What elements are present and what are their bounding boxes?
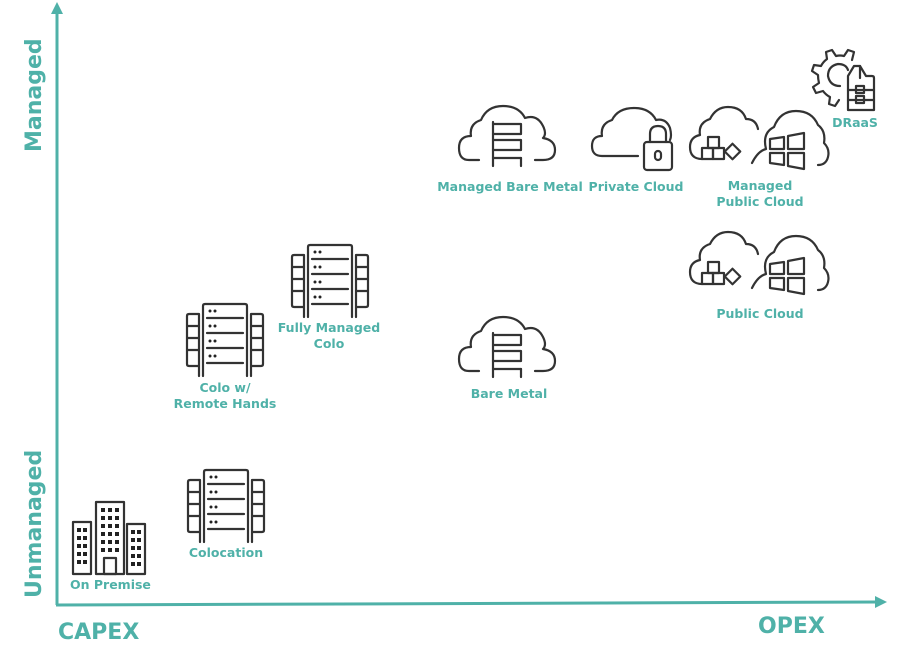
cloud-server-icon [457, 104, 557, 168]
x-axis-right-label: OPEX [758, 614, 825, 639]
label-colocation: Colocation [188, 545, 264, 560]
label-managed-bare-metal: Managed Bare Metal [437, 179, 583, 194]
label-draas: DRaaS [832, 115, 878, 130]
label-colo-remote-hands: Colo w/ Remote Hands [170, 380, 280, 412]
x-axis-line [55, 600, 881, 607]
y-axis-bottom-label: Unmanaged [22, 449, 47, 598]
label-line: Colo [313, 336, 345, 351]
server-rack-icon [290, 243, 370, 319]
y-axis-arrowhead [51, 2, 63, 14]
node-colocation [186, 468, 266, 544]
label-line: Fully Managed [277, 320, 381, 335]
label-on-premise: On Premise [70, 577, 151, 592]
node-public-cloud [688, 228, 832, 304]
cloud-apps-windows-icon [688, 105, 830, 171]
node-draas [808, 40, 884, 116]
node-colo-remote-hands [185, 302, 265, 378]
server-rack-icon [186, 468, 266, 544]
label-public-cloud: Public Cloud [716, 306, 804, 321]
cloud-apps-windows-icon [688, 230, 830, 296]
node-managed-public-cloud [688, 103, 832, 179]
label-line: Colo w/ [199, 380, 251, 395]
node-fully-managed-colo [290, 243, 370, 319]
office-building-icon [71, 500, 147, 576]
node-private-cloud [590, 106, 680, 172]
node-managed-bare-metal [457, 102, 557, 168]
label-managed-public-cloud: Managed Public Cloud [705, 178, 815, 210]
server-rack-icon [185, 302, 265, 378]
label-line: Managed [727, 178, 793, 193]
cloud-server-icon [457, 315, 557, 379]
label-line: Public Cloud [716, 194, 804, 209]
x-axis-left-label: CAPEX [58, 620, 140, 645]
label-line: Remote Hands [173, 396, 277, 411]
label-bare-metal: Bare Metal [470, 386, 548, 401]
node-on-premise [70, 500, 148, 576]
gear-lifevest-icon [810, 48, 876, 112]
y-axis-top-label: Managed [22, 38, 47, 152]
label-private-cloud: Private Cloud [588, 179, 684, 194]
x-axis-arrowhead [875, 596, 887, 608]
node-bare-metal [457, 313, 557, 379]
label-fully-managed-colo: Fully Managed Colo [274, 320, 384, 352]
cloud-lock-icon [590, 106, 674, 172]
